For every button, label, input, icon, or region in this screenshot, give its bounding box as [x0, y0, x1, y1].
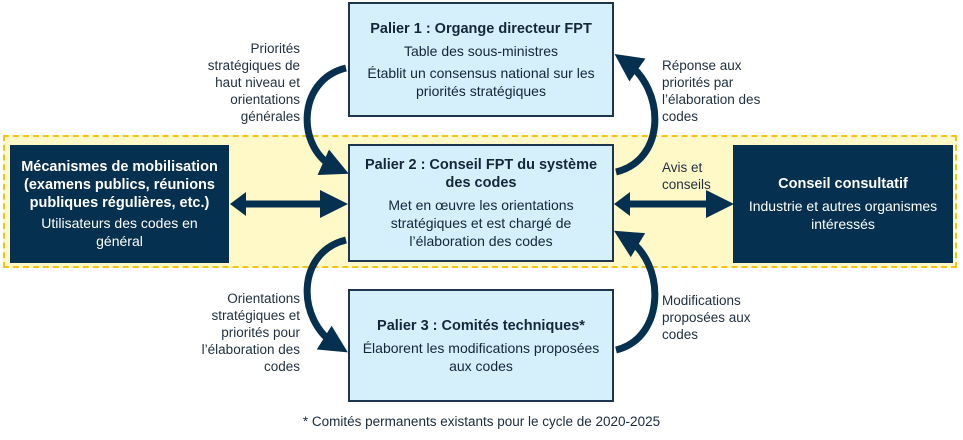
- label-bottom-right: Modifications proposées aux codes: [662, 293, 751, 342]
- tier3-title: Palier 3 : Comités techniques*: [377, 317, 585, 334]
- tier1-box: Palier 1 : Organge directeur FPT Table d…: [348, 2, 614, 117]
- tier1-line2: Établit un consensus national sur les pr…: [367, 64, 595, 99]
- tier3-body: Élaborent les modifications proposées au…: [362, 339, 600, 374]
- tier1-title: Palier 1 : Organge directeur FPT: [370, 20, 592, 37]
- arrow-tier2-to-tier1: [614, 53, 659, 176]
- advisory-box: Conseil consultatif Industrie et autres …: [733, 145, 953, 263]
- arrow-tier3-to-tier2: [614, 230, 659, 354]
- tier2-body: Met en œuvre les orientations stratégiqu…: [388, 197, 574, 249]
- engagement-box: Mécanismes de mobilisation (examens publ…: [10, 145, 229, 263]
- label-bottom-left: Orientations stratégiques et priorités p…: [201, 291, 300, 374]
- arrow-tier1-to-tier2: [303, 64, 349, 175]
- engagement-title: Mécanismes de mobilisation (examens publ…: [21, 159, 218, 211]
- advisory-body: Industrie et autres organismes intéressé…: [748, 198, 938, 232]
- tier2-title: Palier 2 : Conseil FPT du système des co…: [364, 157, 598, 191]
- label-top-right: Réponse aux priorités par l’élaboration …: [662, 58, 761, 124]
- tier2-box: Palier 2 : Conseil FPT du système des co…: [348, 144, 614, 262]
- label-top-left: Priorités stratégiques de haut niveau et…: [207, 41, 300, 124]
- advisory-title: Conseil consultatif: [778, 176, 908, 192]
- arrow-tier2-to-tier3: [303, 236, 348, 353]
- tier1-line1: Table des sous-ministres: [403, 42, 559, 59]
- tier3-box: Palier 3 : Comités techniques* Élaborent…: [348, 289, 614, 402]
- label-middle-right: Avis et conseils: [662, 160, 711, 192]
- engagement-body: Utilisateurs des codes en général: [41, 215, 198, 249]
- footnote: * Comités permanents existants pour le c…: [302, 414, 661, 429]
